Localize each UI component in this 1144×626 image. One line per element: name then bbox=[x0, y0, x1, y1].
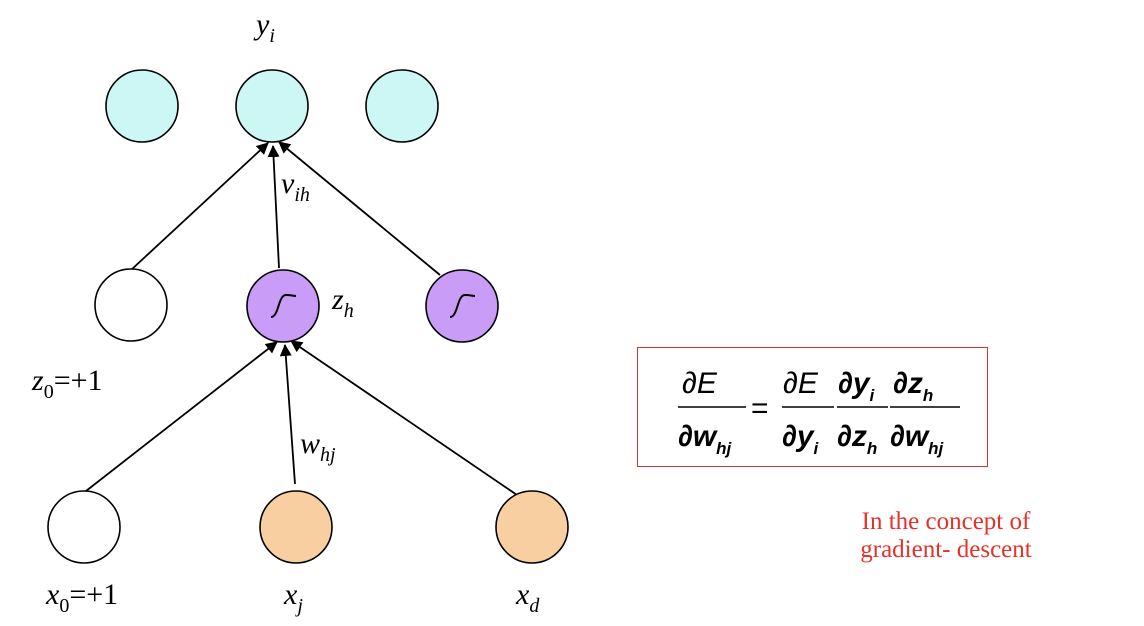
output-node-yi bbox=[235, 69, 309, 143]
factor1-denominator: ∂yi bbox=[782, 420, 820, 458]
chain-rule-formula: ∂E ∂whj = ∂E ∂yi ∂yi ∂zh ∂zh ∂whj bbox=[678, 367, 960, 458]
note-line-2: gradient- descent bbox=[860, 536, 1032, 563]
label-x0: x0=+1 bbox=[45, 578, 118, 617]
chain-rule-formula-box: ∂E ∂whj = ∂E ∂yi ∂yi ∂zh ∂zh ∂whj bbox=[637, 347, 988, 467]
factor1-numerator: ∂E bbox=[783, 367, 819, 400]
lhs-denominator: ∂whj bbox=[678, 420, 733, 458]
factor3-denominator: ∂whj bbox=[890, 420, 945, 458]
factor3-numerator: ∂zh bbox=[893, 367, 933, 405]
input-bias-node-x0 bbox=[47, 490, 121, 564]
label-yi: yi bbox=[253, 8, 275, 47]
input-node-xd bbox=[495, 490, 569, 564]
note-line-1: In the concept of bbox=[861, 508, 1031, 535]
hidden-node-zh bbox=[246, 269, 320, 343]
label-whj: whj bbox=[300, 427, 336, 466]
sigmoid-icon bbox=[449, 293, 476, 318]
edge-x0-to-zh bbox=[85, 341, 278, 492]
label-xd: xd bbox=[515, 578, 540, 617]
edge-xj-to-zh bbox=[279, 344, 296, 485]
gradient-descent-note: In the concept of gradient- descent bbox=[806, 508, 1086, 564]
hidden-bias-node-z0 bbox=[94, 268, 168, 342]
label-vih: vih bbox=[281, 167, 310, 206]
sigmoid-icon bbox=[270, 293, 297, 318]
label-xj: xj bbox=[283, 578, 303, 617]
factor2-numerator: ∂yi bbox=[838, 367, 876, 405]
edge-z3-to-yi bbox=[278, 141, 441, 276]
label-z0: z0=+1 bbox=[31, 364, 103, 403]
output-node-3 bbox=[365, 69, 439, 143]
equals-sign: = bbox=[751, 392, 769, 425]
edge-zh-to-yi bbox=[267, 145, 280, 269]
lhs-numerator: ∂E bbox=[682, 367, 718, 400]
edge-xd-to-zh bbox=[290, 340, 518, 496]
hidden-node-3 bbox=[425, 269, 499, 343]
input-node-xj bbox=[259, 490, 333, 564]
output-node-1 bbox=[105, 69, 179, 143]
label-zh: zh bbox=[331, 283, 354, 322]
factor2-denominator: ∂zh bbox=[837, 420, 877, 458]
edge-z0-to-yi bbox=[130, 142, 269, 271]
